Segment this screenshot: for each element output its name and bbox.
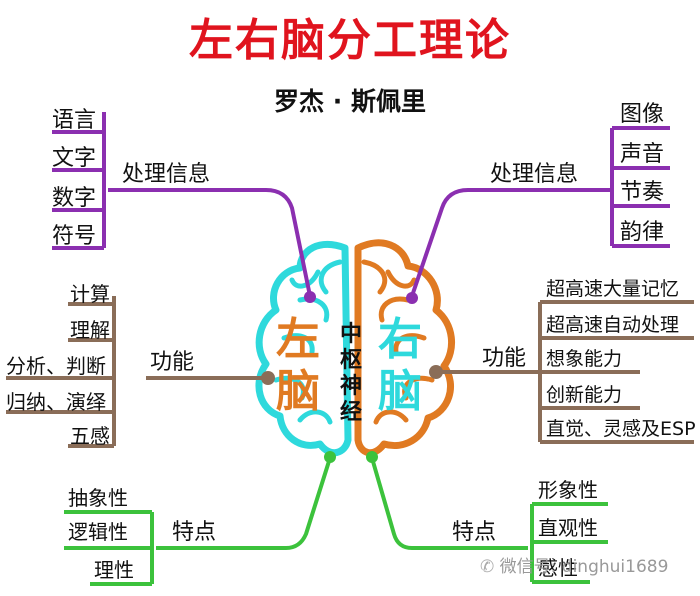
left-function-item: 归纳、演绎 bbox=[6, 390, 106, 414]
left-brain-char-2: 脑 bbox=[276, 366, 320, 417]
right-info-item: 韵律 bbox=[620, 220, 665, 245]
nerve-char-1: 中 bbox=[339, 322, 362, 347]
right-feature-node bbox=[366, 451, 378, 463]
right-info-branch bbox=[410, 126, 670, 297]
left-function-label: 功能 bbox=[150, 350, 195, 375]
wechat-icon: ✆ bbox=[480, 557, 495, 577]
left-info-item: 符号 bbox=[52, 224, 97, 249]
right-feature-item: 直观性 bbox=[538, 516, 598, 540]
left-feature-item: 逻辑性 bbox=[68, 520, 128, 544]
nerve-char-4: 经 bbox=[339, 400, 362, 425]
left-feature-node bbox=[324, 451, 336, 463]
right-feature-branch bbox=[370, 457, 608, 584]
right-feature-label: 特点 bbox=[452, 520, 497, 545]
left-feature-label: 特点 bbox=[172, 520, 217, 545]
watermark-label: 微信号: dinghui1689 bbox=[499, 557, 669, 577]
right-info-node bbox=[406, 292, 418, 304]
left-info-item: 文字 bbox=[52, 146, 97, 171]
page-title: 左右脑分工理论 bbox=[189, 15, 511, 66]
right-function-item: 超高速大量记忆 bbox=[546, 278, 680, 300]
left-function-branch bbox=[6, 296, 268, 448]
right-function-label: 功能 bbox=[482, 346, 527, 371]
right-brain-char-1: 右 bbox=[378, 314, 422, 365]
left-brain-char-1: 左 bbox=[276, 314, 320, 365]
left-brain-hemisphere bbox=[255, 240, 352, 457]
watermark-text: ✆ 微信号: dinghui1689 bbox=[480, 552, 668, 577]
right-function-item: 想象能力 bbox=[546, 348, 623, 370]
right-info-item: 节奏 bbox=[620, 180, 665, 205]
left-function-item: 五感 bbox=[70, 424, 110, 448]
left-info-item: 数字 bbox=[52, 186, 97, 211]
right-function-item: 超高速自动处理 bbox=[546, 314, 680, 336]
left-function-item: 计算 bbox=[70, 282, 110, 306]
right-function-branch bbox=[436, 300, 694, 444]
left-feature-item: 抽象性 bbox=[68, 486, 128, 510]
right-function-item: 直觉、灵感及ESP bbox=[546, 418, 696, 440]
left-function-node bbox=[261, 371, 275, 385]
left-info-label: 处理信息 bbox=[122, 162, 211, 187]
nerve-char-2: 枢 bbox=[339, 348, 362, 373]
right-info-item: 声音 bbox=[620, 142, 665, 167]
left-info-branch bbox=[52, 112, 312, 297]
left-function-item: 理解 bbox=[70, 318, 110, 342]
left-feature-branch bbox=[64, 457, 332, 586]
left-info-node bbox=[304, 291, 316, 303]
right-info-item: 图像 bbox=[620, 102, 665, 127]
right-function-node bbox=[429, 365, 443, 379]
right-info-label: 处理信息 bbox=[490, 162, 579, 187]
right-brain-hemisphere bbox=[354, 239, 456, 457]
right-function-item: 创新能力 bbox=[546, 384, 623, 406]
left-feature-item: 理性 bbox=[94, 558, 134, 582]
right-feature-item: 感性 bbox=[538, 556, 578, 580]
right-brain-char-2: 脑 bbox=[378, 366, 422, 417]
left-info-item: 语言 bbox=[52, 108, 97, 133]
left-function-item: 分析、判断 bbox=[6, 354, 106, 378]
author-name: 罗杰 · 斯佩里 bbox=[274, 87, 426, 116]
nerve-char-3: 神 bbox=[339, 374, 362, 399]
right-feature-item: 形象性 bbox=[538, 478, 598, 502]
